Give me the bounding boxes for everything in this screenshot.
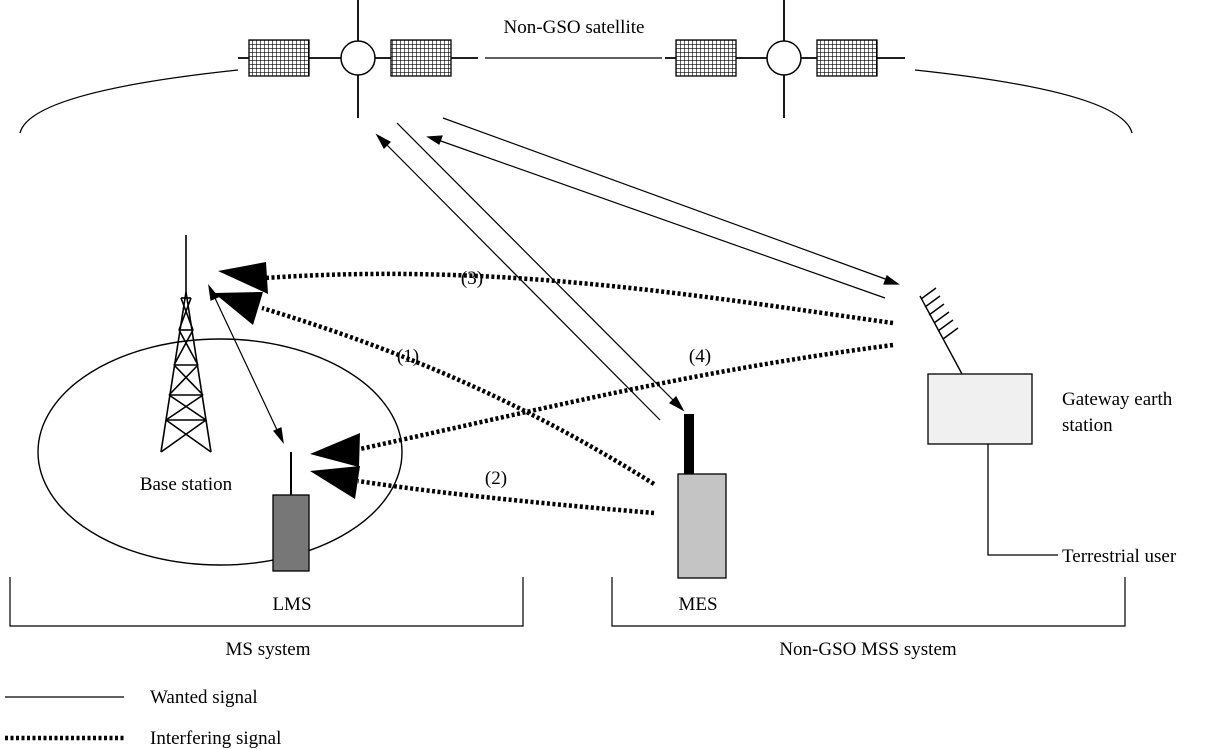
lms-terminal <box>272 452 310 572</box>
mes-label: MES <box>678 594 717 615</box>
interference-path-4 <box>359 342 894 452</box>
satellite-body <box>766 40 802 76</box>
ms-system-bracket <box>9 577 524 627</box>
wanted-signal-links <box>375 117 900 421</box>
cell-coverage-ellipse <box>37 338 403 566</box>
interference-label-1: (1) <box>397 346 419 367</box>
interference-path-2 <box>357 478 655 516</box>
ms-system-label: MS system <box>226 639 311 660</box>
satellite-label: Non-GSO satellite <box>504 17 645 38</box>
mes-terminal <box>677 414 727 579</box>
lms-label: LMS <box>272 594 311 615</box>
interference-label-4: (4) <box>689 346 711 367</box>
interfering-signals <box>261 271 894 516</box>
solar-panel <box>390 39 452 77</box>
interference-label-3: (3) <box>461 268 483 289</box>
gateway-label: Gateway earth <box>1062 389 1173 410</box>
gateway-label-2: station <box>1062 415 1113 436</box>
base-lms-link <box>208 283 284 445</box>
interference-path-1 <box>261 305 656 486</box>
satellite-body <box>340 40 376 76</box>
legend-interfering-label: Interfering signal <box>150 728 281 749</box>
mss-system-label: Non-GSO MSS system <box>779 639 957 660</box>
satellite-left <box>238 0 478 118</box>
terrestrial-connection <box>987 444 1058 556</box>
terrestrial-user-label: Terrestrial user <box>1062 546 1177 567</box>
gateway-antenna <box>919 287 963 375</box>
interference-path-3 <box>264 271 894 326</box>
gateway-box <box>927 373 1033 445</box>
base-station-label: Base station <box>140 474 233 495</box>
satellite-right <box>665 0 905 118</box>
interference-label-2: (2) <box>485 468 507 489</box>
legend: Wanted signal Interfering signal <box>5 687 281 749</box>
solar-panel <box>248 39 310 77</box>
base-station-tower <box>160 235 212 453</box>
mss-system-bracket <box>611 577 1126 627</box>
solar-panel <box>816 39 878 77</box>
interference-arrowheads <box>214 262 360 499</box>
solar-panel <box>675 39 737 77</box>
legend-wanted-label: Wanted signal <box>150 687 258 708</box>
orbit-arc <box>19 57 1133 134</box>
